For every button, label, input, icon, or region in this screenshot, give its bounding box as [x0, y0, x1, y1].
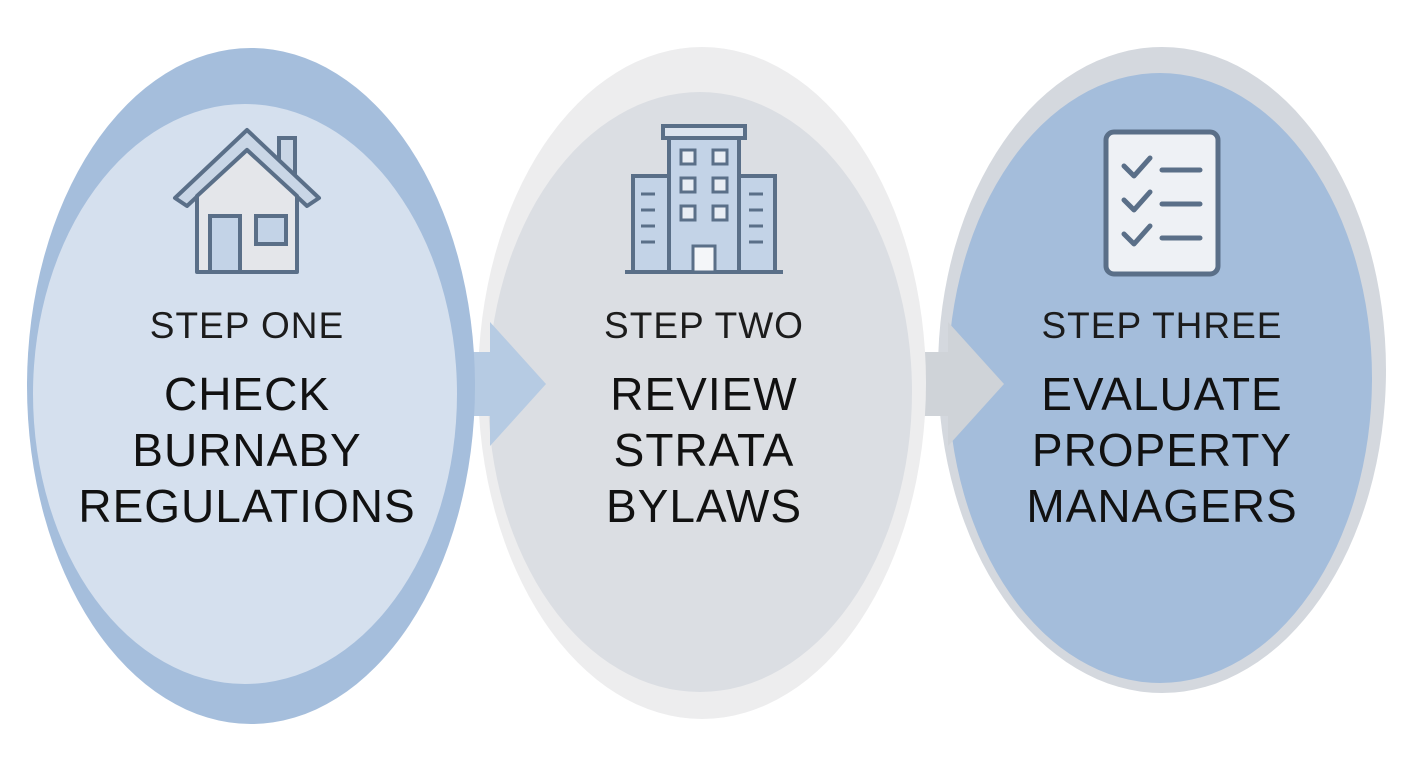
step-label: STEP ONE	[149, 305, 345, 346]
step-label: STEP THREE	[1041, 305, 1283, 346]
step-one: STEP ONE CHECK BURNABY REGULATIONS	[57, 0, 437, 768]
step-title: REVIEW STRATA BYLAWS	[514, 366, 894, 534]
step-title-line: STRATA	[613, 424, 795, 476]
house-icon	[57, 120, 437, 280]
step-title-line: CHECK	[163, 368, 331, 420]
step-one-to-two-arrow	[455, 322, 546, 446]
building-icon	[514, 122, 894, 278]
step-two: STEP TWO REVIEW STRATA BYLAWS	[514, 0, 894, 768]
step-one-oval	[33, 104, 457, 684]
step-two-to-three-arrow	[912, 322, 1004, 446]
checklist-icon	[972, 128, 1352, 278]
step-label: STEP TWO	[604, 305, 804, 346]
step-title-line: REVIEW	[610, 368, 798, 420]
step-title-line: REGULATIONS	[78, 480, 416, 532]
step-title-line: EVALUATE	[1041, 368, 1283, 420]
step-three: STEP THREE EVALUATE PROPERTY MANAGERS	[972, 0, 1352, 768]
step-title: EVALUATE PROPERTY MANAGERS	[972, 366, 1352, 534]
step-two-oval	[488, 92, 912, 692]
step-title-line: BYLAWS	[605, 480, 803, 532]
step-title: CHECK BURNABY REGULATIONS	[57, 366, 437, 534]
step-title-line: PROPERTY	[1031, 424, 1293, 476]
step-title-line: BURNABY	[132, 424, 362, 476]
step-title-line: MANAGERS	[1026, 480, 1298, 532]
step-three-oval	[948, 73, 1372, 683]
